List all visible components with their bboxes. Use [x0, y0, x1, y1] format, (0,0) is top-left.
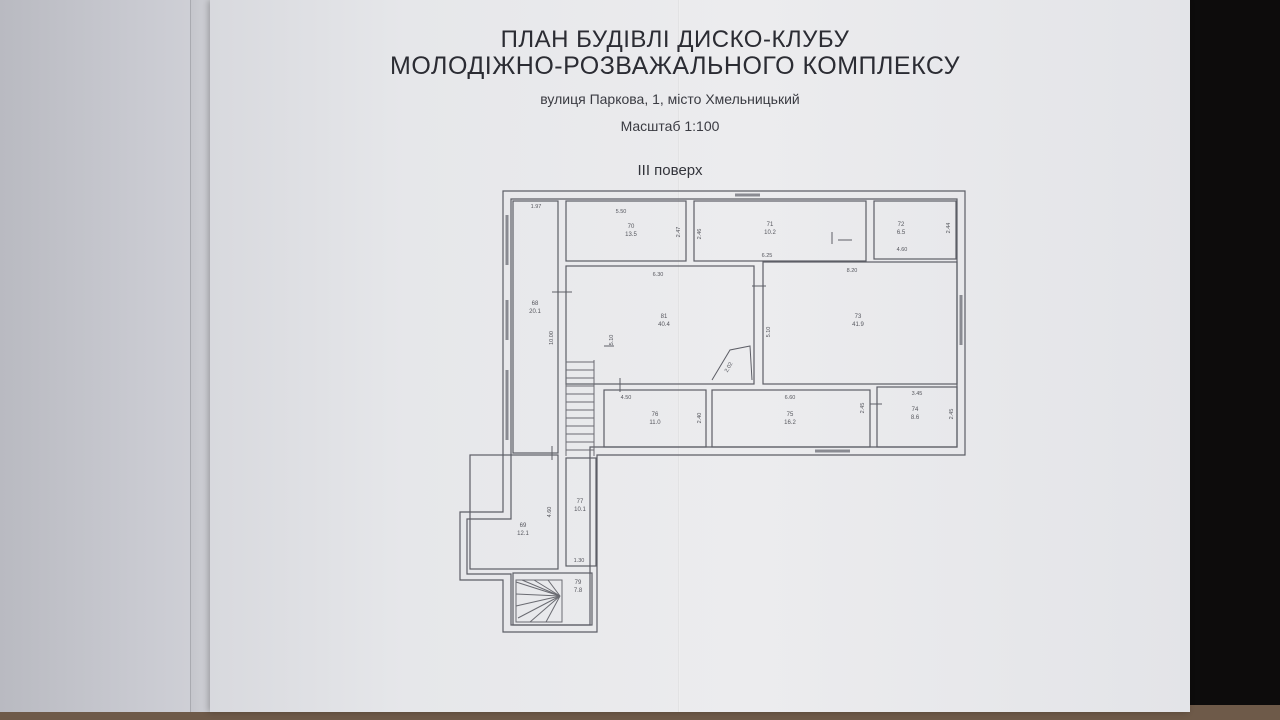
plan-scale: Масштаб 1:100 — [620, 118, 720, 134]
staircase — [565, 360, 595, 456]
dimension-label: 2.02 — [724, 361, 735, 373]
dimension-label: 8.20 — [847, 268, 858, 274]
room-70-walls — [565, 200, 687, 262]
room-70-area: 13.5 — [625, 232, 637, 238]
room-74-area: 8.6 — [911, 415, 920, 421]
dimension-label: 5.10 — [766, 327, 772, 338]
dimension-label: 1.30 — [574, 558, 585, 564]
dimension-label: 5.10 — [609, 335, 615, 346]
dimension-label: 6.30 — [653, 272, 664, 278]
plan-title-line1: ПЛАН БУДІВЛІ ДИСКО-КЛУБУ — [500, 26, 850, 53]
dimension-label: 2.45 — [860, 403, 866, 414]
room-74-walls — [876, 386, 958, 448]
room-68-number: 68 — [532, 301, 539, 307]
room-77-area: 10.1 — [574, 507, 586, 513]
dimension-label: 2.46 — [697, 229, 703, 240]
floor-label: ІІІ поверх — [637, 162, 703, 179]
room-77-walls — [565, 457, 597, 567]
room-70-number: 70 — [628, 224, 635, 230]
room-81-area: 40.4 — [658, 322, 670, 328]
room-75-number: 75 — [787, 412, 794, 418]
room-81-number: 81 — [661, 314, 668, 320]
room-75-area: 16.2 — [784, 420, 796, 426]
room-73-area: 41.9 — [852, 322, 864, 328]
room-72-walls — [873, 200, 957, 260]
dimension-label: 2.44 — [946, 223, 952, 234]
room-79-walls — [512, 572, 593, 626]
dimension-label: 4.50 — [621, 395, 632, 401]
dimension-label: 5.50 — [616, 209, 627, 215]
room-69-number: 69 — [520, 523, 527, 529]
room-73-number: 73 — [855, 314, 862, 320]
dimension-label: 6.25 — [762, 253, 773, 259]
room-71-walls — [693, 200, 867, 262]
room-68-walls — [512, 200, 559, 454]
dimension-label: 2.45 — [949, 409, 955, 420]
room-72-area: 6.5 — [897, 230, 906, 236]
room-74-number: 74 — [912, 407, 919, 413]
room-81-walls — [565, 265, 755, 385]
doors — [551, 232, 882, 460]
room-76-area: 11.0 — [649, 420, 661, 426]
room-77-number: 77 — [577, 499, 584, 505]
room-69-area: 12.1 — [517, 531, 529, 537]
spiral-staircase — [515, 579, 563, 623]
room-79-number: 79 — [575, 580, 582, 586]
table-surface — [1185, 0, 1280, 720]
room-69-walls — [469, 454, 559, 570]
room-68-area: 20.1 — [529, 309, 541, 315]
room-75-walls — [711, 389, 871, 448]
windows — [505, 193, 963, 453]
room-76-walls — [603, 389, 707, 448]
dimension-label: 2.47 — [676, 227, 682, 238]
room-71-number: 71 — [767, 222, 774, 228]
plan-address: вулиця Паркова, 1, місто Хмельницький — [540, 91, 800, 107]
dimension-label: 4.60 — [897, 247, 908, 253]
room-72-number: 72 — [898, 222, 905, 228]
plan-title-line2: МОЛОДІЖНО-РОЗВАЖАЛЬНОГО КОМПЛЕКСУ — [390, 52, 960, 80]
dimension-label: 4.60 — [547, 507, 553, 518]
dimension-label: 3.45 — [912, 391, 923, 397]
plan-sheet — [210, 0, 1190, 712]
room-76-number: 76 — [652, 412, 659, 418]
sheet-fold — [678, 0, 680, 712]
room-73-walls — [762, 261, 958, 385]
outer-wall — [459, 190, 966, 633]
dimension-label: 1.97 — [531, 204, 542, 210]
room-71-area: 10.2 — [764, 230, 776, 236]
dimension-label: 10.00 — [549, 331, 555, 345]
dimension-label: 6.60 — [785, 395, 796, 401]
dimension-label: 2.40 — [697, 413, 703, 424]
room-79-area: 7.8 — [574, 588, 583, 594]
